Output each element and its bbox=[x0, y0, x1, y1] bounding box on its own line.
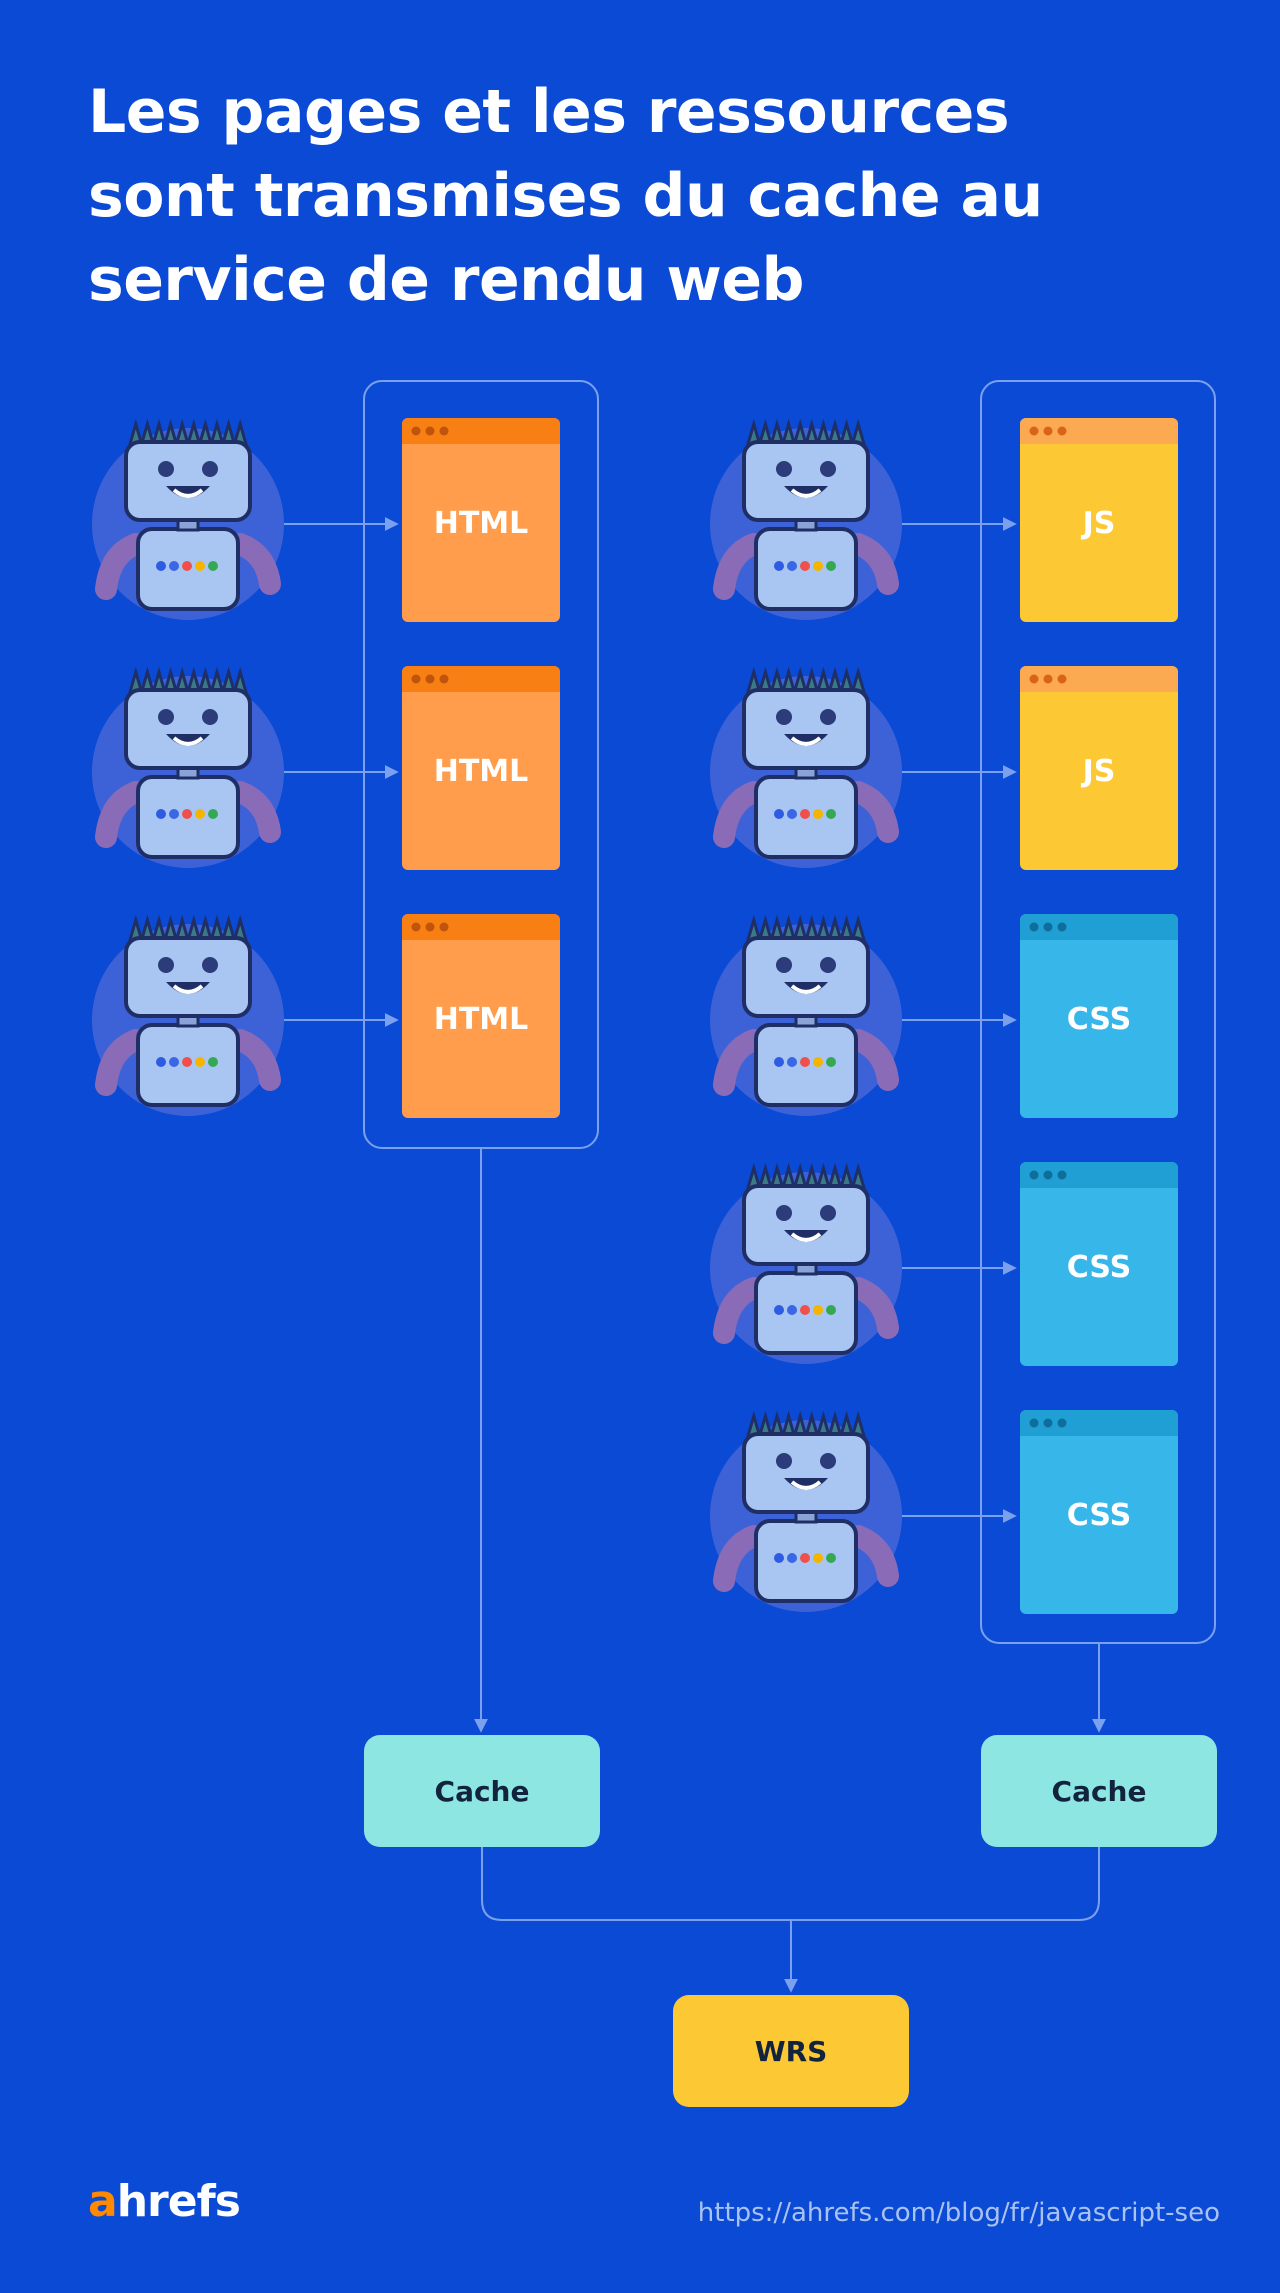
right-cache-box: Cache bbox=[981, 1735, 1217, 1847]
html-file-1-label: HTML bbox=[434, 754, 529, 789]
source-url: https://ahrefs.com/blog/fr/javascript-se… bbox=[697, 2198, 1220, 2228]
left-cache-label: Cache bbox=[435, 1775, 530, 1808]
css-file-3-label: CSS bbox=[1067, 1250, 1131, 1285]
html-file-1: HTML bbox=[402, 666, 560, 870]
left-cache-box: Cache bbox=[364, 1735, 600, 1847]
googlebot-robot-icon bbox=[92, 914, 284, 1116]
js-file-1-label: JS bbox=[1081, 754, 1116, 789]
googlebot-robot-icon bbox=[710, 914, 902, 1116]
css-file-2: CSS bbox=[1020, 914, 1178, 1118]
html-file-2-label: HTML bbox=[434, 1002, 529, 1037]
html-file-0: HTML bbox=[402, 418, 560, 622]
wrs-label: WRS bbox=[755, 2035, 828, 2068]
right-cache-label: Cache bbox=[1052, 1775, 1147, 1808]
googlebot-robot-icon bbox=[710, 1410, 902, 1612]
js-file-0: JS bbox=[1020, 418, 1178, 622]
caches-to-wrs-connector bbox=[481, 1847, 1100, 1921]
googlebot-robot-icon bbox=[710, 1162, 902, 1364]
title-line-2: sont transmises du cache au bbox=[88, 161, 1043, 231]
logo-text: hrefs bbox=[116, 2176, 241, 2227]
html-file-0-label: HTML bbox=[434, 506, 529, 541]
js-file-0-label: JS bbox=[1081, 506, 1116, 541]
googlebot-robot-icon bbox=[92, 418, 284, 620]
title-line-1: Les pages et les ressources bbox=[88, 77, 1010, 147]
js-file-1: JS bbox=[1020, 666, 1178, 870]
wrs-box: WRS bbox=[673, 1995, 909, 2107]
page-title: Les pages et les ressources sont transmi… bbox=[88, 70, 1208, 322]
googlebot-robot-icon bbox=[710, 418, 902, 620]
html-file-2: HTML bbox=[402, 914, 560, 1118]
title-line-3: service de rendu web bbox=[88, 245, 804, 315]
css-file-4-label: CSS bbox=[1067, 1498, 1131, 1533]
css-file-4: CSS bbox=[1020, 1410, 1178, 1614]
googlebot-robot-icon bbox=[92, 666, 284, 868]
logo-accent: a bbox=[88, 2176, 118, 2227]
googlebot-robot-icon bbox=[710, 666, 902, 868]
ahrefs-logo: ahrefs bbox=[88, 2176, 241, 2228]
css-file-2-label: CSS bbox=[1067, 1002, 1131, 1037]
css-file-3: CSS bbox=[1020, 1162, 1178, 1366]
